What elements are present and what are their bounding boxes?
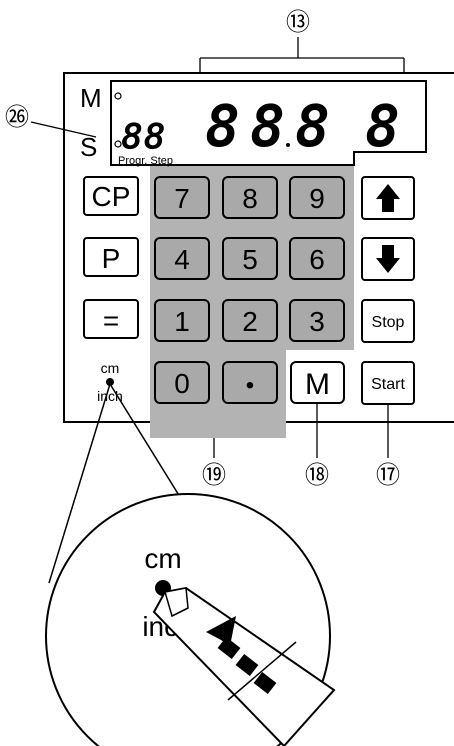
key-7[interactable]: 7 — [154, 176, 210, 219]
up-arrow-key[interactable] — [361, 176, 415, 220]
stop-key-label: Stop — [372, 314, 405, 331]
decimal-point-key-label: • — [246, 372, 254, 399]
key-9[interactable]: 9 — [289, 176, 345, 219]
p-key-frame — [83, 237, 139, 277]
cp-key[interactable]: CP — [83, 176, 139, 216]
magnified-unit-cm: cm — [144, 543, 181, 574]
pen-stripe-1 — [217, 636, 241, 660]
numeric-keypad: 7 8 9 4 5 6 1 2 — [154, 176, 345, 404]
display-digit-2: 8 — [250, 92, 285, 160]
callout-numeric-keypad: ⑲ — [202, 462, 226, 489]
key-2[interactable]: 2 — [222, 299, 278, 342]
display-caption: Progr. Step — [118, 155, 173, 167]
key-2-frame — [222, 299, 278, 342]
down-arrow-key[interactable] — [361, 237, 415, 281]
key-1[interactable]: 1 — [154, 299, 210, 342]
key-3-frame — [289, 299, 345, 342]
equals-key-label: = — [103, 305, 119, 336]
stop-key[interactable]: Stop — [361, 299, 415, 343]
key-1-frame — [154, 299, 210, 342]
callout-cm-inch: ㉖ — [5, 104, 29, 131]
up-arrow-icon — [376, 184, 400, 212]
key-4-frame — [154, 237, 210, 280]
key-0-label: 0 — [174, 368, 190, 399]
display-digit-1: 8 — [205, 92, 240, 160]
pen-stripe-3 — [253, 671, 277, 695]
led-m-indicator — [114, 92, 122, 100]
start-key-label: Start — [371, 376, 405, 393]
down-arrow-icon — [376, 245, 400, 273]
key-9-frame — [289, 176, 345, 219]
magnifier-connector-left — [48, 383, 111, 584]
callout-cm-inch-leader — [30, 121, 97, 138]
display-mode-m: M — [80, 83, 102, 113]
key-8[interactable]: 8 — [222, 176, 278, 219]
key-3[interactable]: 3 — [289, 299, 345, 342]
key-7-label: 7 — [174, 183, 190, 214]
callout-start-key: ⑰ — [376, 462, 400, 489]
decimal-point-key-frame — [222, 361, 278, 404]
callout-memory-key: ⑱ — [305, 462, 329, 489]
key-3-label: 3 — [309, 306, 325, 337]
display-digit-4: 8 — [365, 92, 400, 160]
key-9-label: 9 — [309, 183, 325, 214]
p-key-label: P — [102, 243, 121, 274]
key-1-label: 1 — [174, 306, 190, 337]
key-8-label: 8 — [242, 183, 258, 214]
key-7-frame — [154, 176, 210, 219]
callout-display: ⑬ — [286, 9, 310, 36]
key-2-label: 2 — [242, 306, 258, 337]
key-0[interactable]: 0 — [154, 361, 210, 404]
cp-key-frame — [83, 176, 139, 216]
led-s-indicator — [114, 140, 122, 148]
key-6-frame — [289, 237, 345, 280]
equals-key[interactable]: = — [83, 299, 139, 339]
display-small-digits: 88 — [122, 117, 167, 157]
decimal-point-key[interactable]: • — [222, 361, 278, 404]
memory-key-label: M — [305, 368, 330, 401]
key-4[interactable]: 4 — [154, 237, 210, 280]
equals-key-frame — [83, 299, 139, 339]
pen-arrow-head-icon — [206, 616, 236, 646]
key-5-frame — [222, 237, 278, 280]
display-window — [110, 80, 427, 166]
p-key[interactable]: P — [83, 237, 139, 277]
key-0-frame — [154, 361, 210, 404]
key-6[interactable]: 6 — [289, 237, 345, 280]
cm-inch-led — [106, 378, 114, 386]
memory-key[interactable]: M — [290, 361, 345, 404]
start-key[interactable]: Start — [361, 361, 415, 405]
display-mode-s: S — [80, 132, 97, 162]
display-digit-3: 8 — [295, 92, 330, 160]
pen-band-line — [227, 641, 297, 701]
pen-stylus-icon — [152, 586, 336, 746]
unit-label-inch: inch — [97, 388, 123, 404]
pen-tip-collar — [171, 607, 189, 617]
unit-label-cm: cm — [101, 360, 120, 376]
display-decimal-point — [286, 143, 290, 147]
key-5[interactable]: 5 — [222, 237, 278, 280]
key-6-label: 6 — [309, 244, 325, 275]
pen-stripe-2 — [235, 653, 259, 677]
cp-key-label: CP — [92, 181, 131, 212]
key-5-label: 5 — [242, 244, 258, 275]
key-8-frame — [222, 176, 278, 219]
stop-key-frame — [361, 299, 415, 343]
key-4-label: 4 — [174, 244, 190, 275]
